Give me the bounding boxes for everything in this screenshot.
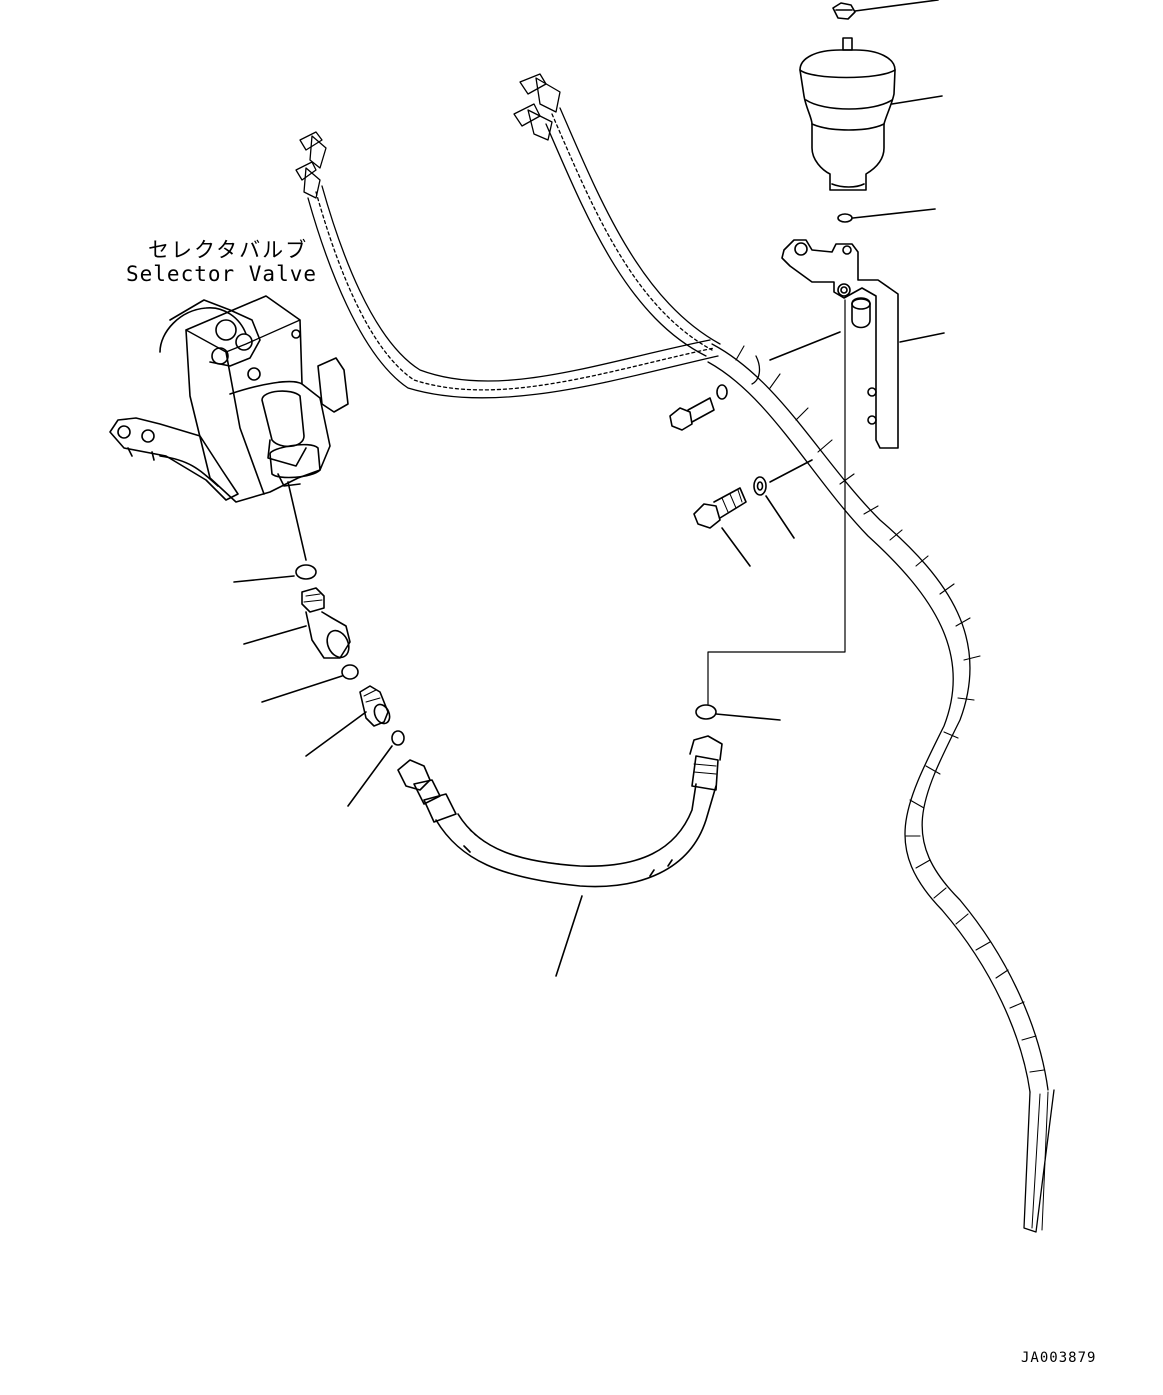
o-ring-4 <box>696 705 716 719</box>
selector-valve-label-jp: セレクタバルブ <box>148 238 309 262</box>
hose-assembly <box>398 736 722 886</box>
leader-line-plug <box>855 0 938 11</box>
plug <box>833 3 855 19</box>
o-ring-2 <box>342 665 358 679</box>
leader-line-connector <box>306 712 366 756</box>
pipe-bundle-right <box>514 74 720 356</box>
pipe-bundle-left <box>296 132 718 398</box>
washer-upper <box>717 385 727 399</box>
leader-line-washer-bracket <box>770 460 812 482</box>
leader-line-o-ring-accumulator <box>853 209 935 218</box>
bolt-upper <box>670 398 714 430</box>
selector-valve <box>110 296 348 502</box>
leader-line-o-ring-4 <box>716 714 780 720</box>
leader-line-valve-port <box>288 482 306 560</box>
leader-line-bolt-lower <box>722 528 750 566</box>
leader-line-bracket-clip <box>770 332 840 360</box>
mounting-bracket <box>782 240 898 448</box>
bolt-lower <box>694 488 746 528</box>
leader-line-accumulator <box>892 96 942 104</box>
leader-line-hose <box>556 896 582 976</box>
connection-guide-line <box>708 300 845 704</box>
o-ring-accumulator <box>838 214 852 222</box>
selector-valve-label-en: Selector Valve <box>126 262 318 286</box>
leader-line-elbow <box>244 626 306 644</box>
o-ring-1 <box>296 565 316 579</box>
leader-line-o-ring-1 <box>234 576 294 582</box>
straight-connector <box>360 686 393 726</box>
drawing-number: JA003879 <box>1021 1350 1097 1366</box>
spiral-wrap-harness <box>708 344 1054 1232</box>
leader-line-o-ring-3 <box>348 746 392 806</box>
leader-line-o-ring-2 <box>262 676 342 702</box>
washer-lower-hole <box>758 482 763 490</box>
elbow-fitting <box>302 588 353 661</box>
o-ring-3 <box>392 731 404 745</box>
leader-line-washer-lower <box>766 496 794 538</box>
washer-lower <box>754 477 766 495</box>
leader-line-bracket <box>900 333 944 342</box>
accumulator <box>800 38 895 190</box>
